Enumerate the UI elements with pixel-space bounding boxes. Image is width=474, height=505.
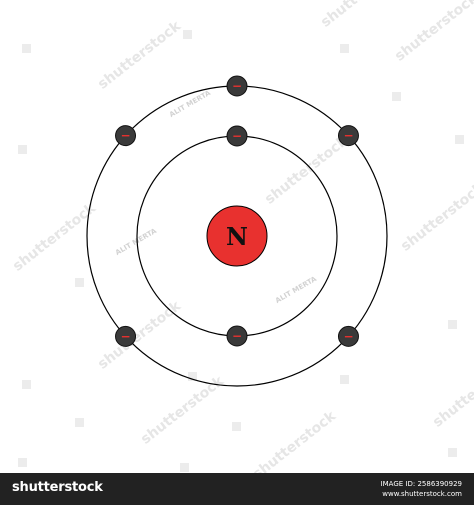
bohr-model-diagram: − − − − − − − N [86, 75, 388, 387]
watermark-square-icon [22, 380, 31, 389]
electron-outer-2: − [337, 125, 359, 147]
electron-charge-sign: − [120, 329, 130, 343]
electron-outer-3: − [337, 325, 359, 347]
watermark-square-icon [183, 30, 192, 39]
footer-bar: shutterstock IMAGE ID: 2586390929 www.sh… [0, 473, 474, 505]
electron-dot [226, 325, 248, 347]
electron-charge-sign: − [232, 129, 242, 143]
watermark-square-icon [180, 463, 189, 472]
electron-inner-2: − [226, 325, 248, 347]
element-symbol: N [226, 222, 248, 251]
electron-charge-sign: − [343, 129, 353, 143]
watermark-square-icon [455, 135, 464, 144]
electron-outer-5: − [115, 125, 137, 147]
watermark-square-icon [75, 418, 84, 427]
watermark-square-icon [75, 278, 84, 287]
image-id-text: IMAGE ID: 2586390929 [380, 480, 462, 488]
watermark-square-icon [18, 458, 27, 467]
electron-charge-sign: − [343, 329, 353, 343]
watermark-square-icon [188, 372, 197, 381]
site-url-text: www.shutterstock.com [382, 490, 462, 498]
electron-charge-sign: − [120, 129, 130, 143]
watermark-square-icon [340, 375, 349, 384]
electron-dot [115, 125, 137, 147]
watermark-square-icon [340, 44, 349, 53]
watermark-square-icon [22, 44, 31, 53]
nucleus [206, 205, 268, 267]
electron-dot [115, 325, 137, 347]
electron-dot [226, 125, 248, 147]
electron-dot [337, 325, 359, 347]
electrons-group: − − − − − − − [115, 75, 359, 347]
electron-outer-4: − [115, 325, 137, 347]
watermark-square-icon [232, 422, 241, 431]
watermark-square-icon [392, 92, 401, 101]
watermark-square-icon [448, 320, 457, 329]
watermark-square-icon [18, 145, 27, 154]
electron-inner-1: − [226, 125, 248, 147]
electron-outer-1: − [226, 75, 248, 97]
electron-charge-sign: − [232, 79, 242, 93]
electron-dot [226, 75, 248, 97]
shutterstock-logo: shutterstock [12, 480, 103, 495]
electron-charge-sign: − [232, 329, 242, 343]
electron-dot [337, 125, 359, 147]
image-info: IMAGE ID: 2586390929 www.shutterstock.co… [381, 479, 462, 499]
watermark-square-icon [448, 448, 457, 457]
